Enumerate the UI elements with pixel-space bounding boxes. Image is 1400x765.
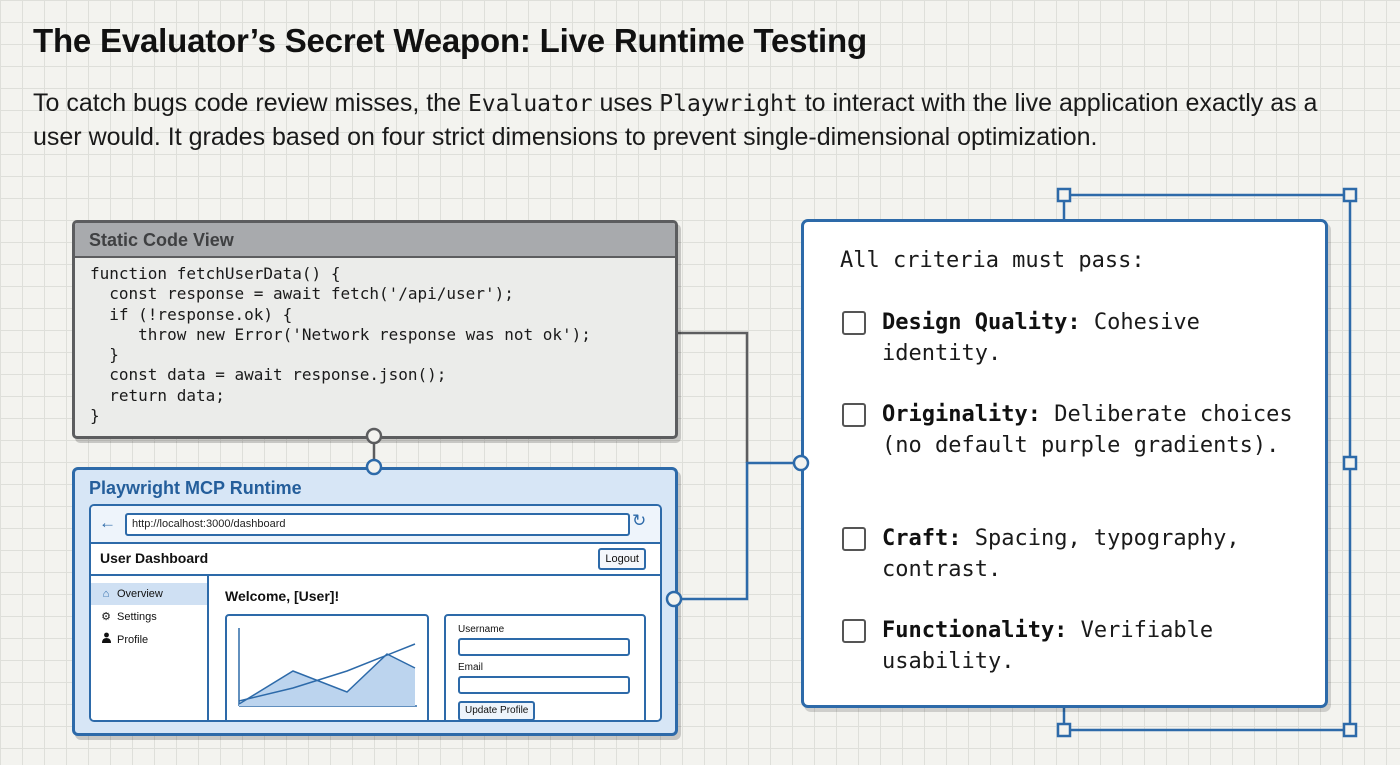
criterion-text: Craft: Spacing, typography, contrast. <box>882 523 1312 585</box>
subtitle-text: to interact with the live application ex… <box>33 89 1318 151</box>
email-input[interactable] <box>458 676 630 694</box>
page-subtitle: To catch bugs code review misses, the Ev… <box>33 87 1373 154</box>
line-chart <box>238 628 417 707</box>
subtitle-text: To catch bugs code review misses, the <box>33 89 468 117</box>
criterion-description: Cohesive identity. <box>882 310 1200 366</box>
subtitle-text: uses <box>592 89 660 117</box>
node-runtime-top <box>365 458 383 476</box>
resize-handle <box>1056 187 1072 203</box>
profile-form: Username Email Update Profile <box>444 614 646 720</box>
user-icon <box>100 629 112 651</box>
subtitle-code-evaluator: Evaluator <box>467 91 593 117</box>
criterion-description: Deliberate choices (no default purple gr… <box>882 402 1293 458</box>
gear-icon: ⚙ <box>101 611 111 623</box>
browser-window: ← http://localhost:3000/dashboard ↻ User… <box>89 504 662 722</box>
sidebar-item-label: Profile <box>117 634 149 646</box>
resize-handle <box>1056 722 1072 738</box>
subtitle-code-playwright: Playwright <box>659 91 798 117</box>
criterion-checkbox[interactable] <box>842 527 866 551</box>
username-label: Username <box>458 624 505 635</box>
criterion-name: Functionality: <box>882 618 1068 643</box>
criteria-heading: All criteria must pass: <box>840 248 1145 273</box>
email-label: Email <box>458 662 484 673</box>
chart-series-line-b <box>238 643 416 702</box>
app-main: Welcome, [User]! Username Email Update P… <box>209 576 660 720</box>
criterion-checkbox[interactable] <box>842 619 866 643</box>
criterion-checkbox[interactable] <box>842 311 866 335</box>
criterion-name: Design Quality: <box>882 310 1081 335</box>
welcome-heading: Welcome, [User]! <box>225 588 340 604</box>
criterion-description: Spacing, typography, contrast. <box>882 526 1240 582</box>
criterion-name: Craft: <box>882 526 962 551</box>
update-profile-button[interactable]: Update Profile <box>458 701 536 720</box>
resize-handle <box>1342 722 1358 738</box>
criterion-checkbox[interactable] <box>842 403 866 427</box>
page-title: The Evaluator’s Secret Weapon: Live Runt… <box>33 22 867 59</box>
criterion-description: Verifiable usability. <box>882 618 1214 674</box>
static-code-panel: Static Code View function fetchUserData(… <box>72 220 678 439</box>
url-input[interactable]: http://localhost:3000/dashboard <box>125 513 630 536</box>
sidebar-item-label: Overview <box>117 588 163 600</box>
resize-handle <box>1342 455 1358 471</box>
app-header: User Dashboard Logout <box>91 544 660 576</box>
chart-series-line-a <box>238 653 416 705</box>
node-criteria-left <box>792 454 810 472</box>
resize-handle <box>1342 187 1358 203</box>
static-code-panel-title: Static Code View <box>75 223 675 258</box>
node-code-bottom <box>365 427 383 445</box>
logout-button[interactable]: Logout <box>598 548 646 570</box>
playwright-runtime-panel: Playwright MCP Runtime ← http://localhos… <box>72 467 678 736</box>
node-runtime-right <box>665 590 683 608</box>
code-to-criteria-wire <box>673 331 749 463</box>
sidebar-item-overview[interactable]: ⌂ Overview <box>91 583 207 605</box>
sidebar-item-settings[interactable]: ⚙ Settings <box>91 606 207 628</box>
criteria-card: All criteria must pass: Design Quality: … <box>801 219 1328 708</box>
criterion-text: Design Quality: Cohesive identity. <box>882 307 1312 369</box>
app-sidebar: ⌂ Overview ⚙ Settings Profile <box>91 576 209 720</box>
app-title: User Dashboard <box>100 550 209 566</box>
runtime-panel-title: Playwright MCP Runtime <box>89 478 302 498</box>
reload-icon[interactable]: ↻ <box>632 511 647 530</box>
sidebar-item-label: Settings <box>117 611 157 623</box>
chart-area-fill <box>239 654 415 706</box>
arrow-left-icon[interactable]: ← <box>99 513 116 532</box>
username-input[interactable] <box>458 638 630 656</box>
chart-card <box>225 614 429 720</box>
browser-toolbar: ← http://localhost:3000/dashboard ↻ <box>91 506 660 544</box>
sidebar-item-profile[interactable]: Profile <box>91 629 207 651</box>
criterion-text: Functionality: Verifiable usability. <box>882 615 1312 677</box>
runtime-to-criteria-wire <box>674 461 801 601</box>
home-icon: ⌂ <box>102 588 110 600</box>
criterion-text: Originality: Deliberate choices (no defa… <box>882 399 1312 461</box>
criterion-name: Originality: <box>882 402 1041 427</box>
code-block: function fetchUserData() { const respons… <box>90 264 591 426</box>
